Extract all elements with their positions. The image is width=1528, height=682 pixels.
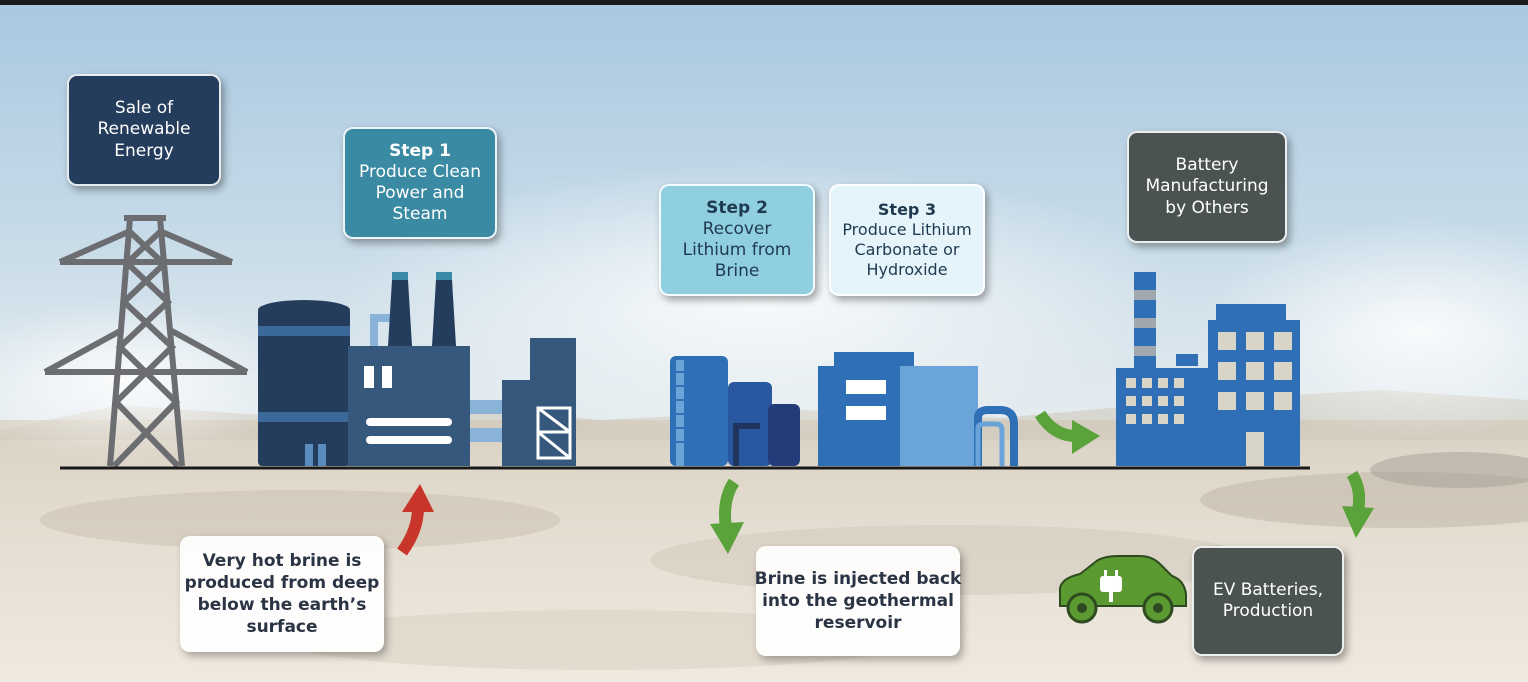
- power-plant-icon: [258, 272, 576, 466]
- battery-factory-icon: [1116, 272, 1300, 466]
- transmission-tower-icon: [43, 215, 249, 469]
- step1-box: Step 1 Produce Clean Power and Steam: [343, 127, 497, 239]
- red-up-arrow-icon: [397, 484, 434, 556]
- box-line: Lithium from: [682, 240, 792, 260]
- box-line: Battery: [1175, 155, 1239, 176]
- note-line: below the earth’s: [197, 595, 367, 615]
- step-heading: Step 3: [877, 200, 937, 219]
- box-line: Produce Clean: [359, 161, 481, 182]
- box-line: Hydroxide: [866, 260, 948, 279]
- box-line: Produce Lithium: [842, 220, 972, 239]
- box-line: EV Batteries,: [1212, 579, 1324, 600]
- extraction-tanks-icon: [670, 356, 800, 466]
- box-line: Steam: [392, 204, 448, 225]
- box-line: Recover: [702, 218, 772, 239]
- ev-batteries-box: EV Batteries, Production: [1192, 546, 1344, 656]
- note-line: produced from deep: [184, 572, 380, 593]
- hot-brine-note: Very hot brine is produced from deep bel…: [180, 536, 384, 652]
- box-line: Renewable: [97, 119, 191, 140]
- brine-injected-note: Brine is injected back into the geotherm…: [754, 546, 962, 656]
- box-line: Energy: [114, 140, 174, 161]
- box-line: Sale of: [114, 98, 174, 119]
- note-line: Brine is injected back: [754, 568, 962, 589]
- box-line: Brine: [714, 261, 760, 282]
- battery-manufacturing-box: Battery Manufacturing by Others: [1127, 131, 1287, 243]
- note-line: surface: [246, 617, 318, 638]
- note-line: into the geothermal: [762, 590, 954, 611]
- electric-car-icon: [1059, 555, 1187, 624]
- step3-box: Step 3 Produce Lithium Carbonate or Hydr…: [829, 184, 985, 296]
- green-down-arrow-icon: [1342, 470, 1374, 538]
- step-heading: Step 2: [706, 197, 768, 218]
- box-line: Carbonate or: [854, 240, 960, 259]
- step2-box: Step 2 Recover Lithium from Brine: [659, 184, 815, 296]
- green-down-arrow-icon: [710, 478, 744, 554]
- box-line: Power and: [375, 183, 465, 203]
- sale-renewable-energy-box: Sale of Renewable Energy: [67, 74, 221, 186]
- box-line: by Others: [1165, 197, 1249, 218]
- box-line: Manufacturing: [1145, 176, 1269, 197]
- processing-plant-icon: [818, 352, 1018, 466]
- box-line: Production: [1222, 601, 1314, 621]
- green-right-arrow-icon: [1034, 410, 1100, 454]
- note-line: reservoir: [814, 613, 902, 634]
- step-heading: Step 1: [389, 140, 451, 161]
- note-line: Very hot brine is: [202, 550, 362, 571]
